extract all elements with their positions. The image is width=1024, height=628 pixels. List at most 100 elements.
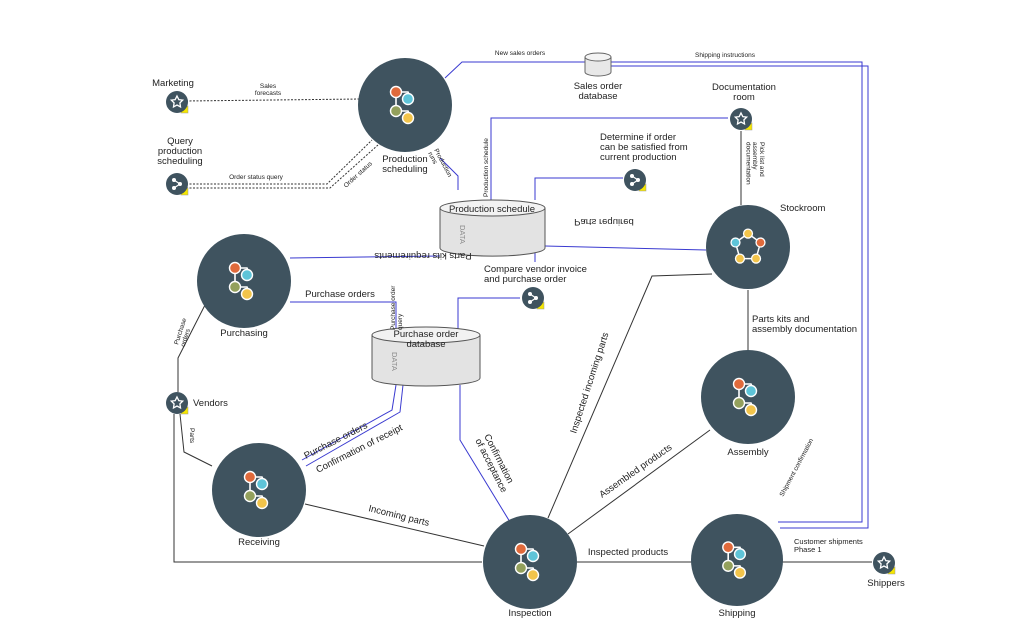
edge-purchase-orders	[290, 301, 397, 330]
external-label-marketing: Marketing	[152, 78, 194, 89]
edge-incoming-parts	[304, 503, 485, 547]
edge-sales-forecasts	[185, 98, 361, 102]
edge-purchase-orders-recv	[301, 384, 397, 461]
flow-label-production-schedule: Production schedule	[483, 138, 490, 197]
process-circle	[358, 58, 452, 152]
process-dot	[744, 403, 758, 417]
process-dot	[526, 549, 540, 563]
process-circle	[197, 234, 291, 328]
process-label-purchasing: Purchasing	[220, 328, 268, 339]
process-dot	[240, 287, 254, 301]
process-dot	[526, 568, 540, 582]
edge-new-sales-orders	[444, 61, 585, 79]
flow-label-shipment-confirmation: Shipment confirmation	[779, 437, 816, 498]
process-dot	[722, 559, 735, 572]
external-documentation-room[interactable]	[730, 108, 753, 131]
process-dot	[243, 489, 257, 503]
flow-label-inspected-products: Inspected products	[588, 547, 669, 558]
process-label-inspection: Inspection	[508, 608, 551, 619]
process-dot	[732, 396, 746, 410]
process-dot	[228, 261, 242, 275]
process-dot	[742, 228, 754, 239]
process-dot	[243, 470, 257, 484]
process-dot	[514, 542, 528, 556]
query-compare-invoice[interactable]	[522, 287, 545, 310]
edge-shipping-instructions	[611, 61, 863, 523]
process-assembly[interactable]	[701, 350, 795, 444]
external-vendors[interactable]	[166, 392, 189, 415]
process-dot	[732, 377, 746, 391]
flow-label-assembled-products: Assembled products	[597, 442, 674, 501]
flow-label-parts: Parts	[188, 428, 195, 444]
external-label-shippers: Shippers	[867, 578, 905, 589]
flow-label-incoming-parts: Incoming parts	[367, 503, 430, 529]
star-icon	[169, 395, 185, 410]
process-dot	[755, 237, 766, 248]
flow-label-purchase-orders-v: Purchaseorders	[173, 317, 195, 348]
flow-label-pick-list: Pick list andassemblydocumentation	[744, 142, 765, 185]
edge-production-schedule	[490, 117, 728, 200]
edge-determine-query	[534, 177, 623, 200]
process-dot	[750, 253, 762, 264]
process-label-shipping: Shipping	[719, 608, 756, 619]
flow-label-parts-kits-req: Parts kits requirements	[374, 250, 471, 261]
process-circle	[706, 205, 790, 289]
edge-inspected-incoming-parts	[547, 273, 713, 519]
edge-parts-required	[544, 245, 707, 251]
flow-label-shipping-instructions: Shipping instructions	[695, 52, 756, 59]
flow-label-parts-required: Parts required	[574, 216, 634, 227]
store-production-schedule[interactable]: Production schedule DATA	[439, 199, 546, 257]
process-label-assembly: Assembly	[727, 447, 768, 458]
process-purchasing[interactable]	[197, 234, 291, 328]
edge-production-runs	[439, 157, 459, 190]
flow-edges	[173, 61, 872, 563]
process-dot	[730, 237, 741, 248]
process-circle	[212, 443, 306, 537]
process-circle	[691, 514, 783, 606]
process-production-scheduling[interactable]	[358, 58, 452, 152]
store-watermark: DATA	[458, 225, 467, 244]
process-dot	[255, 496, 269, 510]
process-circle	[701, 350, 795, 444]
external-shippers[interactable]	[873, 552, 896, 575]
flow-label-new-sales-orders: New sales orders	[495, 50, 546, 57]
external-marketing[interactable]	[166, 91, 189, 114]
query-production-scheduling[interactable]	[166, 173, 189, 196]
process-stockroom[interactable]	[706, 205, 790, 289]
flow-label-purchase-query: Purchase orderquery	[390, 285, 404, 330]
flow-label-confirm-acceptance: Confirmationof acceptance	[472, 432, 518, 494]
process-shipping[interactable]	[691, 514, 783, 606]
process-dot	[722, 541, 735, 554]
star-icon	[169, 94, 185, 109]
process-dot	[733, 548, 747, 561]
edge-order-status	[186, 144, 379, 189]
store-label: Production schedule	[449, 204, 535, 215]
edge-confirm-receipt	[305, 384, 404, 467]
edge-purchase-orders-vendors	[177, 304, 206, 392]
edge-parts	[179, 413, 213, 467]
flow-label-order-status-query: Order status query	[229, 174, 284, 181]
process-label-stockroom: Stockroom	[780, 203, 825, 214]
edge-assembled-products	[567, 429, 711, 535]
process-inspection[interactable]	[483, 515, 577, 609]
store-watermark: DATA	[390, 352, 399, 371]
edge-confirm-acceptance	[459, 385, 511, 523]
process-receiving[interactable]	[212, 443, 306, 537]
query-determine-order[interactable]	[624, 169, 647, 192]
process-dot	[514, 561, 528, 575]
edge-purchase-query	[457, 297, 520, 330]
flow-label-purchase-orders: Purchase orders	[305, 289, 375, 300]
process-dot	[240, 268, 254, 282]
process-dot	[733, 566, 747, 579]
